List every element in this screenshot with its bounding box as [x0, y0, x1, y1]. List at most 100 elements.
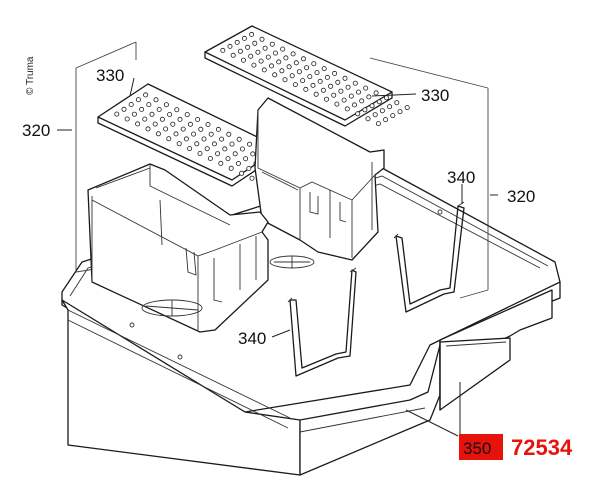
perforation-hole	[334, 101, 340, 107]
perforation-hole	[166, 136, 172, 142]
perforation-hole	[262, 45, 268, 51]
leader-lines	[57, 77, 498, 437]
perforation-hole	[248, 53, 254, 59]
perforation-hole	[247, 141, 253, 147]
perforation-hole	[341, 97, 347, 103]
article-number: 72534	[511, 435, 573, 460]
perforation-hole	[383, 95, 389, 101]
wire-bracket-back	[393, 201, 465, 313]
perforation-hole	[387, 104, 393, 110]
perforation-hole	[286, 64, 292, 70]
perforation-hole	[335, 79, 341, 85]
perforation-hole	[276, 59, 282, 65]
perforation-hole	[155, 131, 161, 137]
perforation-hole	[177, 116, 183, 122]
perforation-hole	[390, 113, 396, 119]
label-340-back: 340	[447, 168, 475, 187]
perforation-hole	[228, 165, 234, 171]
perforation-hole	[282, 77, 288, 83]
perforation-hole	[235, 160, 241, 166]
perforation-hole	[163, 102, 169, 108]
perforation-hole	[114, 111, 120, 117]
perforation-hole	[225, 156, 231, 162]
perforation-hole	[227, 43, 233, 49]
perforation-hole	[311, 61, 317, 67]
perforation-hole	[246, 165, 252, 171]
perforation-hole	[251, 62, 257, 68]
perforation-hole	[234, 39, 240, 45]
perforation-hole	[290, 51, 296, 57]
perforation-hole	[222, 146, 228, 152]
perforation-hole	[362, 107, 368, 113]
highlight-box-350	[459, 434, 503, 460]
perforation-hole	[292, 82, 298, 88]
perforation-hole	[229, 141, 235, 147]
perforation-hole	[404, 105, 410, 111]
label-330-left: 330	[96, 66, 124, 85]
perforation-hole	[167, 112, 173, 118]
perforation-hole	[365, 116, 371, 122]
perforation-hole	[394, 100, 400, 106]
perforation-hole	[323, 96, 329, 102]
perforation-hole	[397, 109, 403, 115]
perforation-hole	[139, 106, 145, 112]
perforation-hole	[250, 151, 256, 157]
label-340-front: 340	[238, 329, 266, 348]
perforation-hole	[300, 78, 306, 84]
copyright-text: © Truma	[25, 56, 36, 95]
perforation-hole	[252, 40, 258, 46]
perforation-hole	[268, 63, 274, 69]
perforated-plate-right	[204, 25, 410, 127]
perforation-hole	[215, 126, 221, 132]
perforation-hole	[149, 111, 155, 117]
perforation-hole	[226, 131, 232, 137]
perforation-hole	[363, 85, 369, 91]
wire-bracket-front	[287, 267, 357, 377]
perforation-hole	[187, 121, 193, 127]
perforation-hole	[383, 117, 389, 123]
perforation-hole	[184, 112, 190, 118]
perforation-hole	[219, 136, 225, 142]
perforation-hole	[379, 108, 385, 114]
perforation-hole	[272, 72, 278, 78]
perforation-hole	[135, 97, 141, 103]
perforation-hole	[342, 75, 348, 81]
perforation-hole	[241, 35, 247, 41]
perforation-hole	[310, 82, 316, 88]
label-330-right: 330	[421, 86, 449, 105]
perforation-hole	[205, 122, 211, 128]
perforation-hole	[348, 93, 354, 99]
perforation-hole	[156, 107, 162, 113]
perforation-hole	[243, 156, 249, 162]
perforation-hole	[293, 60, 299, 66]
perforation-hole	[152, 121, 158, 127]
perforation-hole	[145, 126, 151, 132]
perforation-hole	[239, 170, 245, 176]
perforation-hole	[303, 86, 309, 92]
perforation-hole	[194, 141, 200, 147]
perforation-hole	[300, 56, 306, 62]
perforation-hole	[230, 52, 236, 58]
perforation-hole	[135, 121, 141, 127]
perforation-hole	[355, 89, 361, 95]
perforation-hole	[215, 151, 221, 157]
perforation-hole	[249, 31, 255, 37]
perforation-hole	[296, 69, 302, 75]
perforation-hole	[163, 126, 169, 132]
perforation-hole	[195, 117, 201, 123]
label-350: 350	[463, 439, 491, 458]
perforation-hole	[338, 88, 344, 94]
perforation-hole	[201, 136, 207, 142]
perforation-hole	[174, 107, 180, 113]
perforation-hole	[131, 111, 137, 117]
base-tray	[61, 167, 561, 476]
perforation-hole	[304, 65, 310, 71]
perforation-hole	[289, 73, 295, 79]
perforation-hole	[269, 41, 275, 47]
perforation-hole	[121, 106, 127, 112]
perforation-hole	[375, 121, 381, 127]
perforation-hole	[220, 47, 226, 53]
perforation-hole	[146, 102, 152, 108]
perforation-hole	[218, 160, 224, 166]
perforation-hole	[204, 146, 210, 152]
